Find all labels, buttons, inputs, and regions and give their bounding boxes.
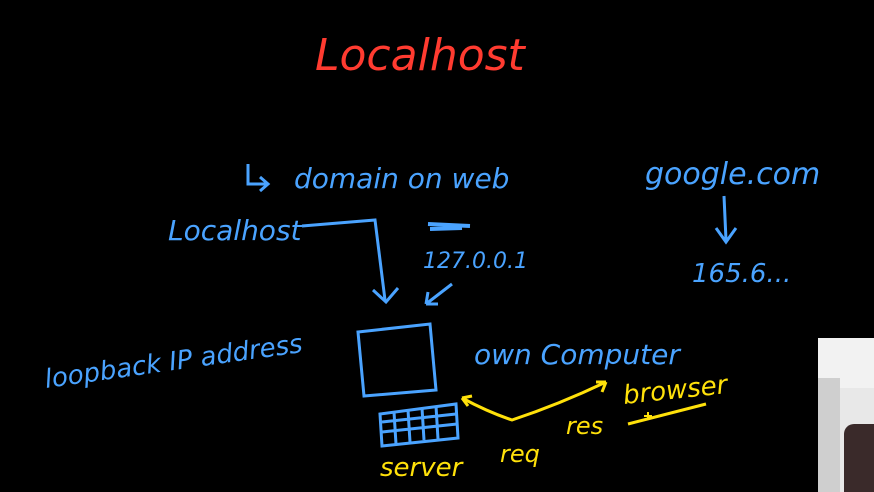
ip-text: 127.0.0.1 [423, 249, 528, 274]
webcam-person [818, 378, 840, 492]
ip-scribble [427, 222, 471, 231]
keyboard [378, 402, 460, 448]
localhost-arrow-head [371, 287, 400, 305]
domain-note: domain on web [294, 162, 509, 195]
google-ip: 165.6... [692, 259, 791, 289]
localhost-label: Localhost [168, 214, 303, 247]
browser-cursor-icon [644, 412, 652, 420]
monitor [356, 322, 438, 398]
loopback-label: loopback IP address [43, 329, 305, 395]
req-res-curve-right-head [596, 380, 608, 393]
webcam-chair [844, 424, 874, 492]
req-label: req [500, 440, 540, 468]
localhost-arrow [301, 218, 387, 301]
title-localhost: Localhost [315, 30, 527, 81]
keyboard-keys [381, 405, 458, 445]
server-label: server [380, 453, 465, 483]
google-label: google.com [645, 157, 820, 192]
res-label: res [566, 412, 603, 440]
browser-underline [627, 402, 707, 426]
computer-icon [356, 322, 460, 448]
own-computer-label: own Computer [474, 338, 681, 371]
browser-label: browser [622, 370, 731, 411]
webcam-overlay [818, 338, 874, 492]
google-arrow [714, 195, 738, 245]
ip-arrow [424, 282, 453, 306]
req-res-curve-left-head [460, 394, 473, 407]
req-res-curve [461, 380, 607, 422]
arrow-corner-icon [246, 164, 271, 193]
